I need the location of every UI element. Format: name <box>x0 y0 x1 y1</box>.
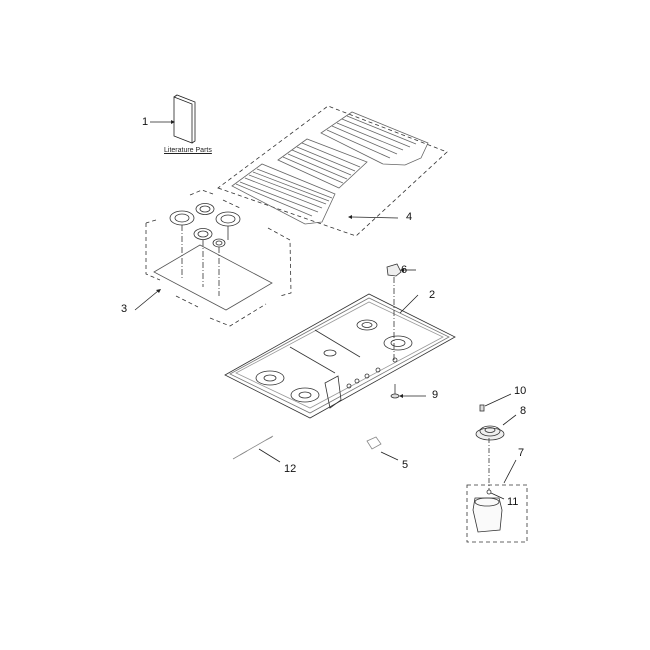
burner-caps-group <box>134 189 292 327</box>
valve-assembly <box>466 393 528 543</box>
callout-4: 4 <box>406 211 413 223</box>
callout-7: 7 <box>518 447 525 459</box>
callout-3: 3 <box>121 303 128 315</box>
callout-1: 1 <box>142 116 149 128</box>
literature-booklet-icon <box>150 94 196 144</box>
callout-12: 12 <box>284 463 297 475</box>
grommet-icon <box>390 384 426 399</box>
knob-icon <box>386 263 416 360</box>
bracket-icon <box>366 436 399 461</box>
grates-group <box>217 105 448 237</box>
callout-11: 11 <box>507 496 519 508</box>
callout-10: 10 <box>514 385 527 397</box>
callout-6: 6 <box>401 264 408 276</box>
callout-5: 5 <box>402 459 409 471</box>
callout-2: 2 <box>429 289 436 301</box>
callout-9: 9 <box>432 389 439 401</box>
igniter-wire-icon <box>232 435 281 463</box>
cooktop-main-top <box>224 293 456 419</box>
callout-8: 8 <box>520 405 527 417</box>
literature-parts-label: Literature Parts <box>164 147 212 154</box>
